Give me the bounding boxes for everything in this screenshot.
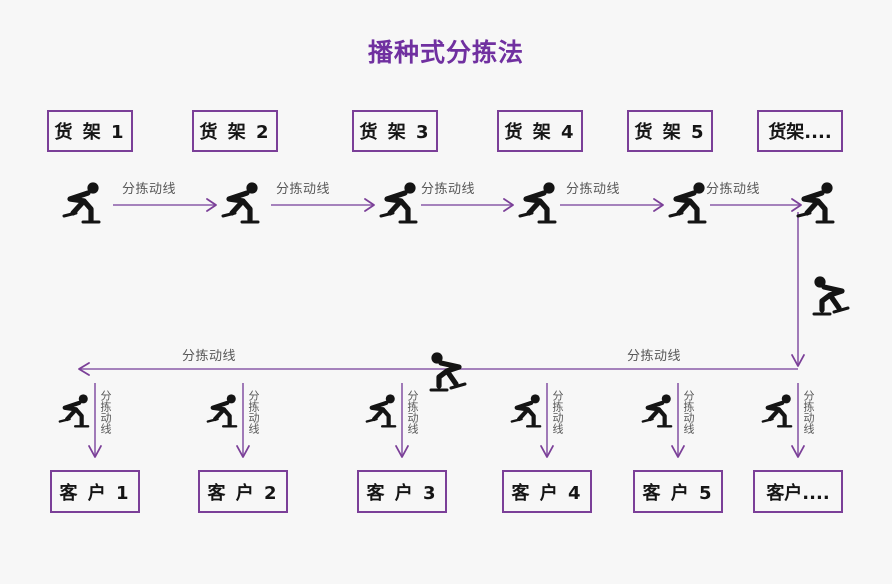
flow-label-drop-4: 分拣动线	[551, 390, 564, 434]
flow-label-return-right: 分拣动线	[627, 349, 682, 364]
return-flow-arrow	[78, 362, 798, 376]
top-flow-arrow-2	[271, 198, 375, 212]
shelf-label: 货 架 2	[199, 122, 271, 143]
page-title: 播种式分拣法	[367, 38, 524, 67]
customer-label: 客 户 4	[511, 482, 583, 504]
customer-box-4[interactable]: 客 户 4	[502, 470, 592, 513]
shelf-box-5[interactable]: 货 架 5	[627, 110, 713, 152]
customer-label: 客 户 5	[642, 482, 714, 504]
flow-label-top-1: 分拣动线	[122, 182, 177, 197]
flow-label-drop-6: 分拣动线	[802, 390, 815, 434]
flow-label-top-3: 分拣动线	[421, 182, 476, 197]
shelf-label: 货 架 3	[359, 122, 431, 143]
customer-box-6[interactable]: 客户....	[753, 470, 843, 513]
drop-arrow-4	[540, 383, 554, 458]
top-flow-arrow-5	[710, 198, 802, 212]
flow-label-top-5: 分拣动线	[706, 182, 761, 197]
shelf-box-1[interactable]: 货 架 1	[47, 110, 133, 152]
shelf-box-6[interactable]: 货架....	[757, 110, 843, 152]
shelf-label: 货 架 1	[54, 122, 126, 143]
drop-arrow-2	[236, 383, 250, 458]
top-flow-arrow-1	[113, 198, 217, 212]
flow-label-top-2: 分拣动线	[276, 182, 331, 197]
customer-label: 客 户 2	[207, 482, 279, 504]
customer-label: 客户....	[766, 482, 830, 504]
flow-label-drop-5: 分拣动线	[682, 390, 695, 434]
customer-label: 客 户 1	[59, 482, 131, 504]
drop-arrow-5	[671, 383, 685, 458]
flow-label-drop-1: 分拣动线	[99, 390, 112, 434]
drop-arrow-6	[791, 383, 805, 458]
right-descent-arrow	[791, 212, 805, 367]
top-flow-arrow-3	[421, 198, 514, 212]
customer-label: 客 户 3	[366, 482, 438, 504]
flow-label-return-left: 分拣动线	[182, 349, 237, 364]
customer-box-5[interactable]: 客 户 5	[633, 470, 723, 513]
flow-label-drop-2: 分拣动线	[247, 390, 260, 434]
drop-arrow-3	[395, 383, 409, 458]
customer-box-1[interactable]: 客 户 1	[50, 470, 140, 513]
shelf-label: 货 架 4	[504, 122, 576, 143]
shelf-box-4[interactable]: 货 架 4	[497, 110, 583, 152]
customer-box-2[interactable]: 客 户 2	[198, 470, 288, 513]
shelf-label: 货架....	[768, 122, 832, 143]
top-flow-arrow-4	[560, 198, 664, 212]
shelf-box-3[interactable]: 货 架 3	[352, 110, 438, 152]
shelf-label: 货 架 5	[634, 122, 706, 143]
flow-label-drop-3: 分拣动线	[406, 390, 419, 434]
shelf-box-2[interactable]: 货 架 2	[192, 110, 278, 152]
drop-arrow-1	[88, 383, 102, 458]
customer-box-3[interactable]: 客 户 3	[357, 470, 447, 513]
flow-label-top-4: 分拣动线	[566, 182, 621, 197]
